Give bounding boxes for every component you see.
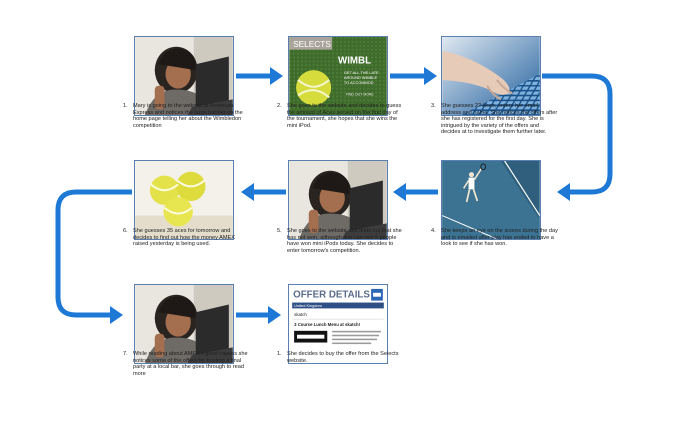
step-3-image: [441, 36, 541, 116]
selects-badge: SELECTS: [293, 40, 331, 49]
tennis-balls-photo: [135, 161, 233, 239]
banner-line-1: GET ALL THE LATE: [344, 70, 379, 75]
step-number: 2.: [277, 103, 282, 109]
step-7-image: [134, 284, 234, 364]
step-6-image: [134, 160, 234, 240]
step-number: 5.: [277, 228, 282, 234]
offer-region: United Kingdom: [294, 303, 322, 308]
arrow-6-to-7: [55, 189, 132, 318]
find-out-more-link[interactable]: FIND OUT MORE: [346, 93, 375, 97]
step-text: She goes to the website and finds out th…: [287, 228, 402, 254]
step-2-image: SELECTS WIMBL GET ALL THE LATE AROUND WI…: [288, 36, 388, 116]
step-4-image: [441, 160, 541, 240]
offer-brand: skatch: [294, 312, 307, 317]
woman-laptop-photo: [135, 285, 233, 363]
offer-title: OFFER DETAILS: [293, 290, 370, 301]
step-text: She goes to the website and decides to g…: [287, 103, 402, 129]
step-number: 4.: [431, 228, 436, 234]
final-step-caption: 1. She decides to buy the offer from the…: [277, 351, 405, 364]
step-text: She keeps an eye on the scores during th…: [441, 228, 558, 248]
step-number: 1.: [123, 103, 128, 109]
step-text: She guesses 35 aces for tomorrow and dec…: [133, 228, 235, 248]
step-1-image: [134, 36, 234, 116]
step-text: While reading about AMEX's good causes s…: [133, 351, 248, 377]
step-5-image: [288, 160, 388, 240]
banner-line-3: TO ACCOMMOD: [344, 80, 374, 85]
offer-headline: 3 Course Lunch Menu at skatch!: [294, 322, 360, 327]
step-text: She guesses 22 Aces, enters her email ad…: [441, 103, 558, 136]
step-6-caption: 6. She guesses 35 aces for tomorrow and …: [123, 228, 251, 248]
step-number: 1.: [277, 351, 282, 357]
selects-wimbledon-banner: SELECTS WIMBL GET ALL THE LATE AROUND WI…: [289, 37, 387, 115]
woman-laptop-photo: [135, 37, 233, 115]
step-1-caption: 1. Mary is going to the website at Ameri…: [123, 103, 251, 129]
step-2-caption: 2. She goes to the website and decides t…: [277, 103, 405, 129]
step-text: She decides to buy the offer from the Se…: [287, 351, 399, 364]
offer-details-screen: OFFER DETAILS United Kingdom skatch 3 Co…: [289, 285, 387, 363]
keyboard-typing-photo: [442, 37, 540, 115]
step-5-caption: 5. She goes to the website and finds out…: [277, 228, 405, 254]
step-3-caption: 3. She guesses 22 Aces, enters her email…: [431, 103, 559, 136]
step-number: 6.: [123, 228, 128, 234]
tennis-serve-photo: [442, 161, 540, 239]
woman-laptop-photo: [289, 161, 387, 239]
step-7-caption: 7. While reading about AMEX's good cause…: [123, 351, 251, 377]
step-4-caption: 4. She keeps an eye on the scores during…: [431, 228, 559, 248]
step-text: Mary is going to the website at American…: [133, 103, 243, 129]
final-step-image: OFFER DETAILS United Kingdom skatch 3 Co…: [288, 284, 388, 364]
banner-line-2: AROUND WIMBLE: [344, 75, 378, 80]
arrow-3-to-4: [542, 73, 613, 195]
step-number: 7.: [123, 351, 128, 357]
step-number: 3.: [431, 103, 436, 109]
banner-headline: WIMBL: [338, 55, 371, 66]
